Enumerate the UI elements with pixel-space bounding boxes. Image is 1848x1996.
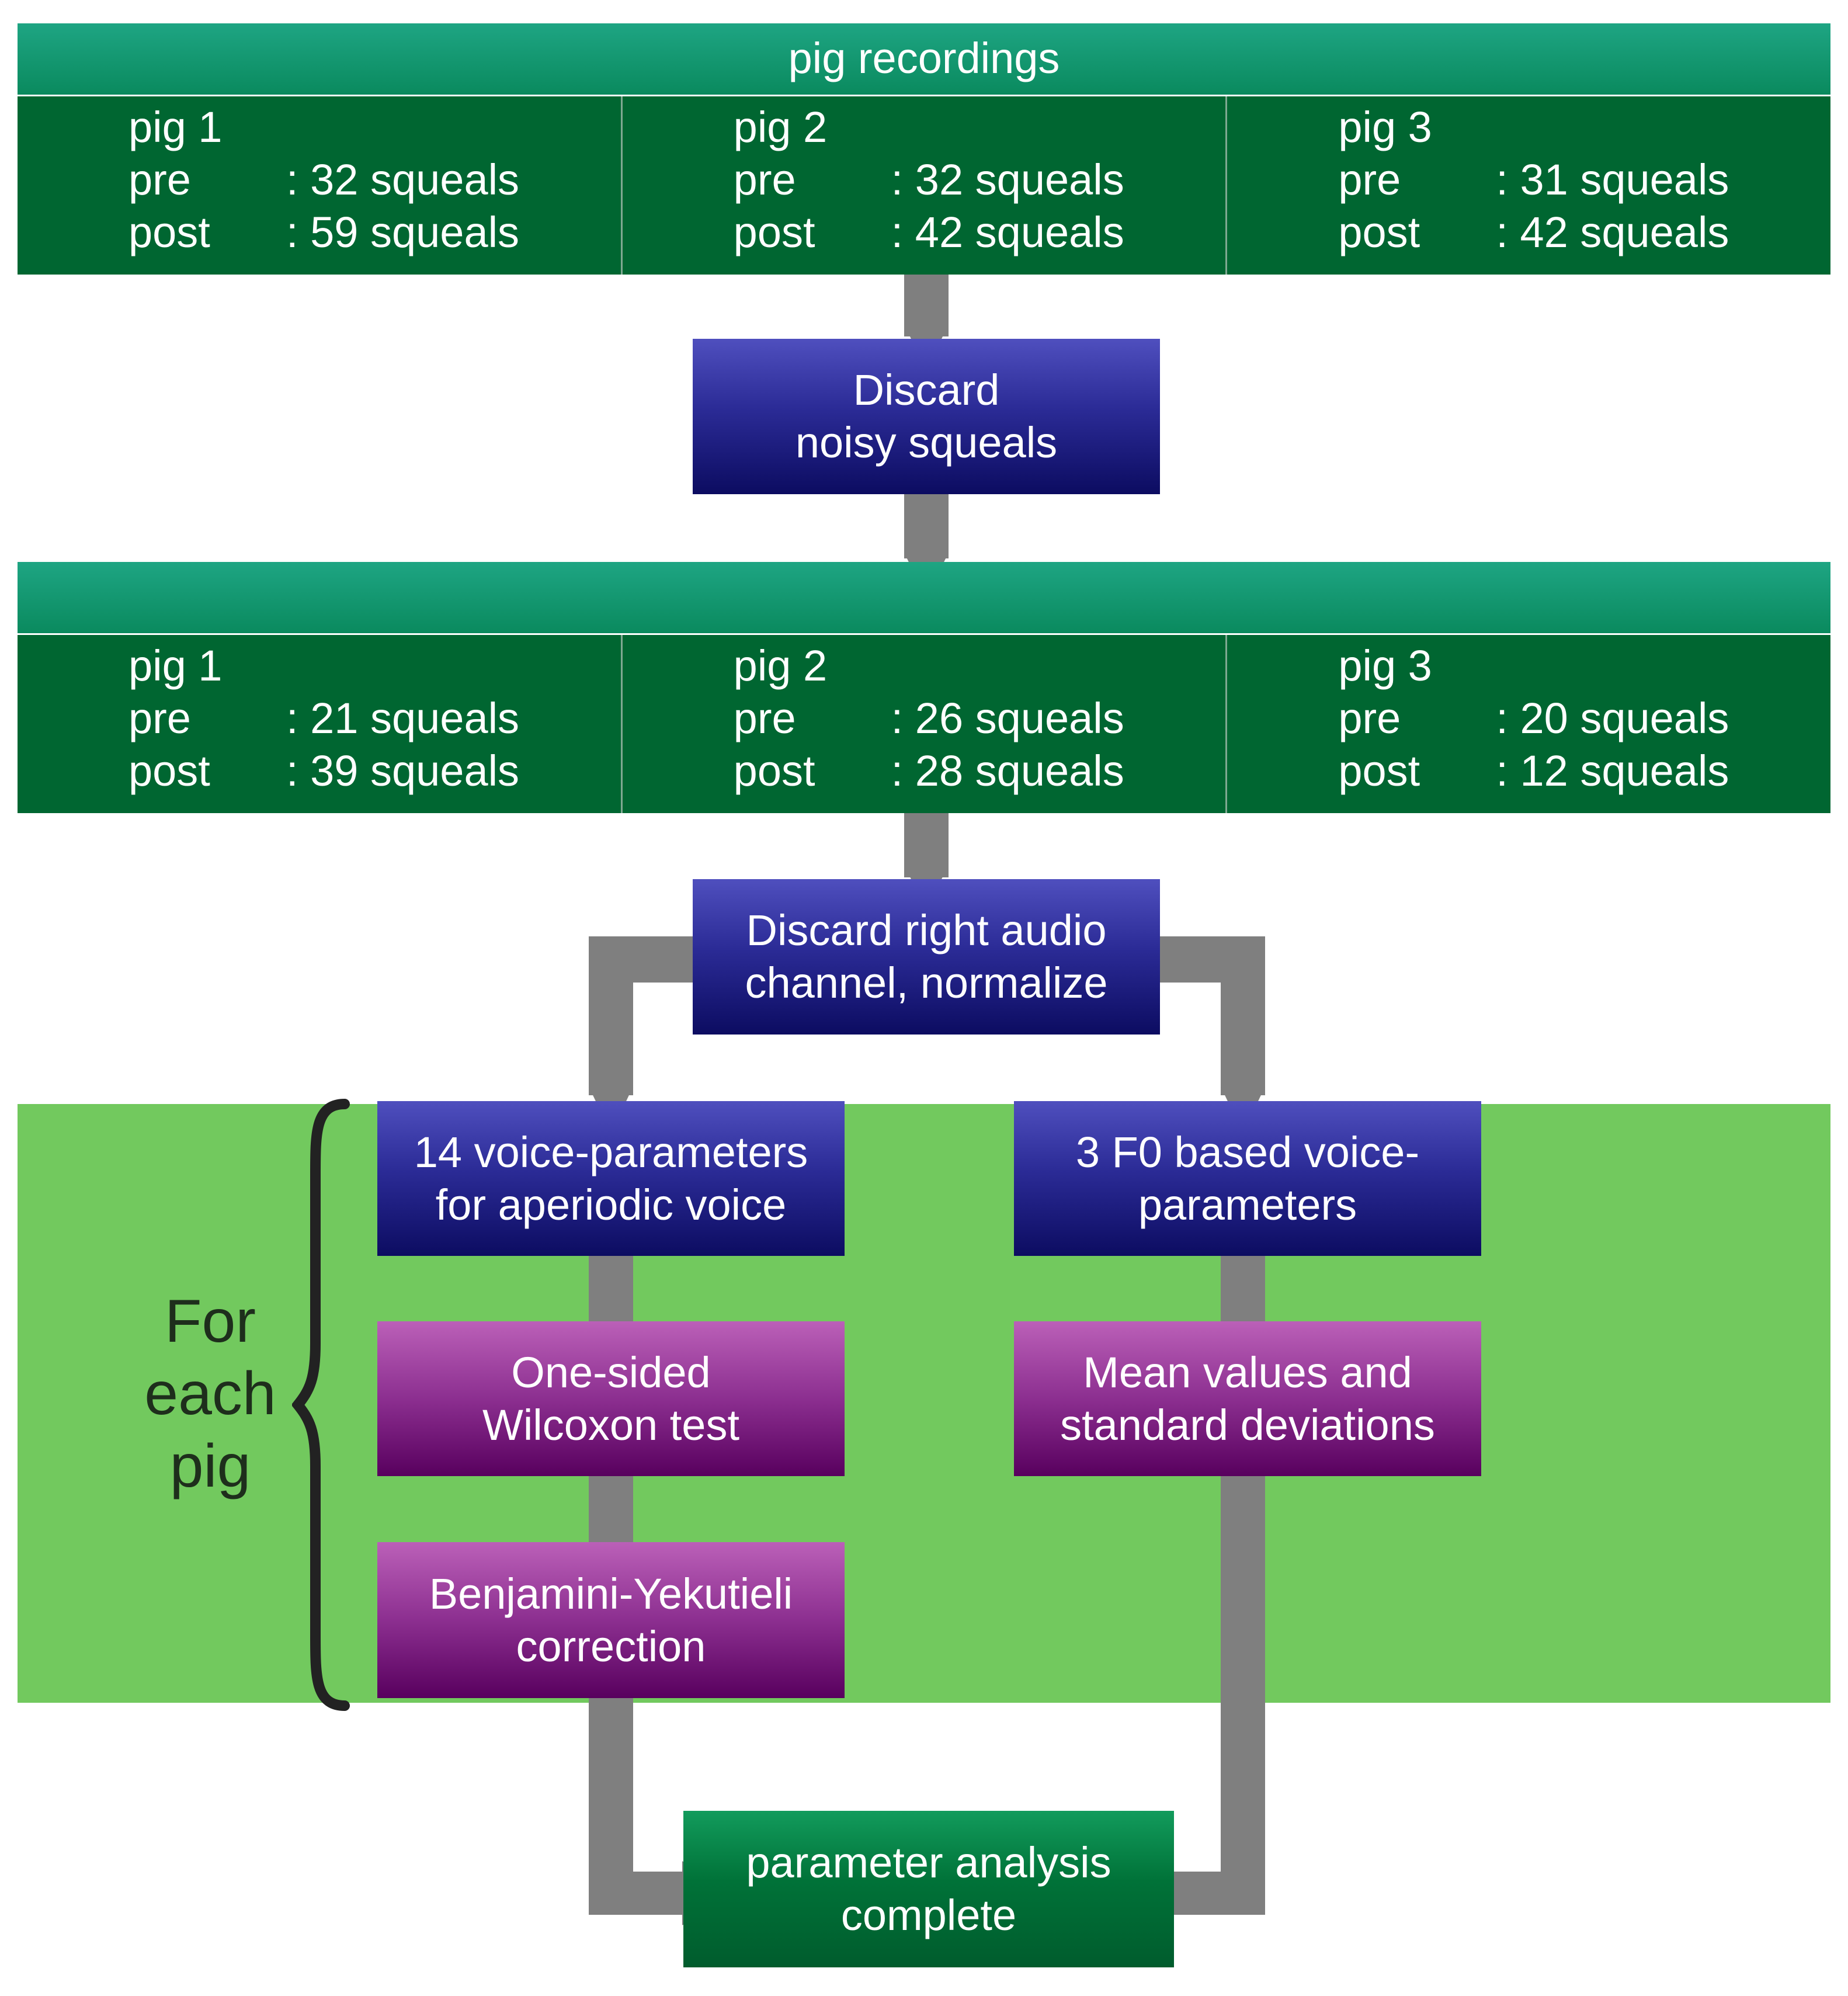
benjamini-yekutieli-box: Benjamini-Yekutieli correction (377, 1542, 845, 1698)
connector-2 (904, 494, 949, 558)
pig-label: pig 1 (128, 641, 223, 690)
pre-count: : 20 squeals (1496, 694, 1729, 742)
recordings-header: pig recordings (18, 23, 1830, 95)
pig-1-filtered-cell: pig 1 pre : 21 squeals post : 39 squeals (18, 635, 621, 813)
pre-count: : 21 squeals (286, 694, 520, 742)
pig-label: pig 3 (1338, 103, 1432, 151)
for-each-pig-label: For each pig (105, 1285, 315, 1502)
box-line: for aperiodic voice (435, 1180, 787, 1229)
pre-label: pre (733, 694, 796, 742)
box-line: 14 voice-parameters (414, 1127, 808, 1176)
discard-noisy-squeals-box: Discard noisy squeals (693, 339, 1160, 494)
pig-1-initial-cell: pig 1 pre : 32 squeals post : 59 squeals (18, 96, 621, 275)
pre-count: : 26 squeals (891, 694, 1124, 742)
post-label: post (733, 747, 815, 795)
box-line: noisy squeals (795, 418, 1058, 467)
post-count: : 42 squeals (891, 208, 1124, 256)
label-line: pig (169, 1432, 251, 1500)
label-line: each (144, 1360, 276, 1428)
connector-split-right (1156, 936, 1265, 1095)
pig-label: pig 2 (733, 641, 828, 690)
filtered-counts-row: pig 1 pre : 21 squeals post : 39 squeals p… (18, 635, 1830, 813)
post-label: post (1338, 208, 1420, 256)
aperiodic-parameters-box: 14 voice-parameters for aperiodic voice (377, 1101, 845, 1256)
box-line: 3 F0 based voice- (1075, 1127, 1420, 1176)
mean-std-box: Mean values and standard deviations (1014, 1321, 1481, 1476)
post-count: : 39 squeals (286, 747, 520, 795)
discard-right-channel-box: Discard right audio channel, normalize (693, 879, 1160, 1035)
box-line: One-sided (511, 1348, 711, 1397)
pre-count: : 32 squeals (286, 155, 520, 204)
recordings-title: pig recordings (788, 34, 1060, 82)
pre-label: pre (128, 694, 191, 742)
pig-label: pig 3 (1338, 641, 1432, 690)
box-line: Mean values and (1083, 1348, 1412, 1397)
initial-counts-row: pig 1 pre : 32 squeals post : 59 squeals p… (18, 96, 1830, 275)
curly-brace-icon (292, 1099, 350, 1711)
pre-count: : 31 squeals (1496, 155, 1729, 204)
wilcoxon-test-box: One-sided Wilcoxon test (377, 1321, 845, 1476)
post-count: : 12 squeals (1496, 747, 1729, 795)
box-line: parameter analysis (746, 1838, 1111, 1887)
post-label: post (1338, 747, 1420, 795)
post-label: post (733, 208, 815, 256)
analysis-complete-box: parameter analysis complete (683, 1811, 1174, 1967)
pre-label: pre (128, 155, 191, 204)
pre-count: : 32 squeals (891, 155, 1124, 204)
connector-merge-left (589, 1698, 689, 1915)
pig-2-initial-cell: pig 2 pre : 32 squeals post : 42 squeals (620, 96, 1226, 275)
box-line: Benjamini-Yekutieli (429, 1569, 793, 1618)
box-line: complete (840, 1891, 1017, 1939)
box-line: correction (516, 1622, 706, 1671)
connector-merge-right (1168, 1476, 1265, 1915)
pig-3-filtered-cell: pig 3 pre : 20 squeals post : 12 squeals (1225, 635, 1830, 813)
post-count: : 42 squeals (1496, 208, 1729, 256)
post-count: : 59 squeals (286, 208, 520, 256)
box-line: Discard right audio (746, 906, 1107, 954)
pre-label: pre (733, 155, 796, 204)
pre-label: pre (1338, 155, 1401, 204)
box-line: Discard (853, 366, 1000, 414)
f0-parameters-box: 3 F0 based voice- parameters (1014, 1101, 1481, 1256)
box-line: standard deviations (1060, 1400, 1435, 1449)
pig-label: pig 1 (128, 103, 223, 151)
post-label: post (128, 208, 210, 256)
connector-split-left (589, 936, 693, 1095)
pre-label: pre (1338, 694, 1401, 742)
post-count: : 28 squeals (891, 747, 1124, 795)
box-line: channel, normalize (745, 959, 1108, 1007)
pig-2-filtered-cell: pig 2 pre : 26 squeals post : 28 squeals (620, 635, 1226, 813)
box-line: parameters (1138, 1180, 1357, 1229)
pig-label: pig 2 (733, 103, 828, 151)
label-line: For (165, 1287, 256, 1355)
post-label: post (128, 747, 210, 795)
box-line: Wilcoxon test (482, 1400, 740, 1449)
pig-3-initial-cell: pig 3 pre : 31 squeals post : 42 squeals (1225, 96, 1830, 275)
filtered-header (18, 562, 1830, 633)
